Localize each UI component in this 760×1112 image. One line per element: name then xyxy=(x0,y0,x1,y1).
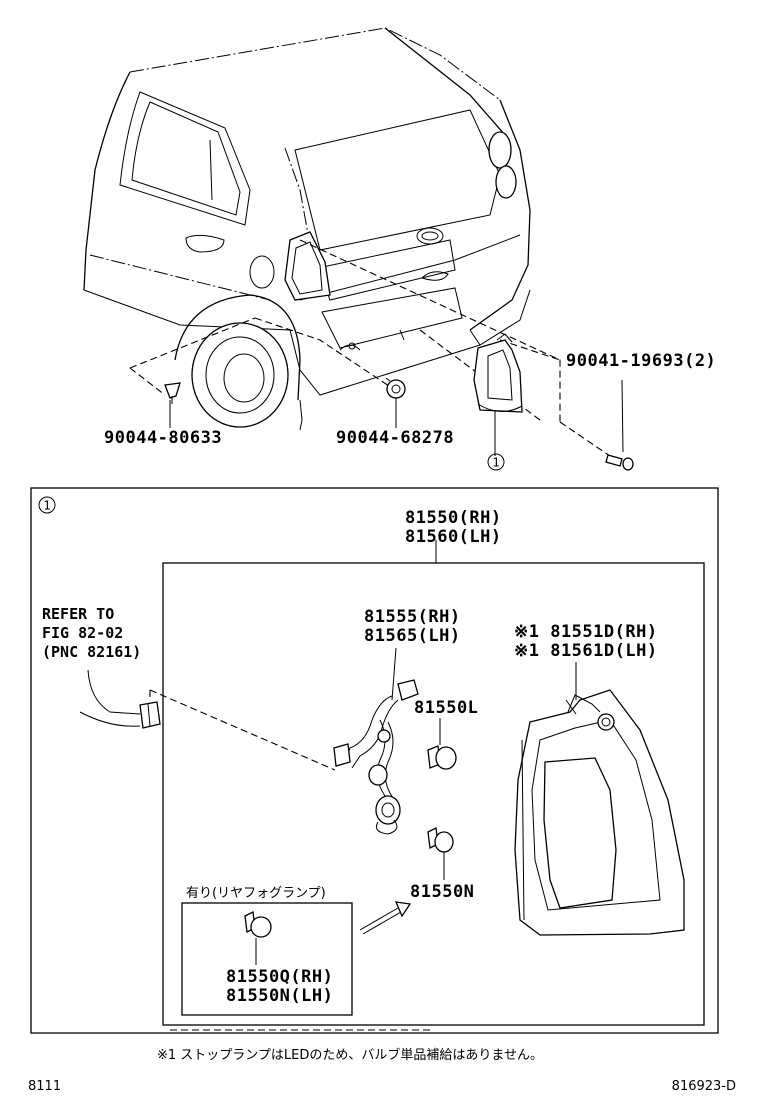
fog-option-box xyxy=(181,902,353,1016)
leader-wire xyxy=(391,647,397,701)
footnote-text: ※1 ストップランプはLEDのため、バルブ単品補給はありません。 xyxy=(157,1047,543,1063)
refer-line-2: FIG 82-02 xyxy=(42,624,123,642)
label-screw: 90041-19693(2) xyxy=(566,351,716,371)
label-bulb-l: 81550L xyxy=(414,698,478,718)
svg-text:1: 1 xyxy=(492,456,499,470)
tail-lamp-upper-part xyxy=(473,333,523,456)
footer-right-code: 816923-D xyxy=(672,1079,736,1094)
circled-ref-upper: 1 xyxy=(487,453,505,471)
refer-line-3: (PNC 82161) xyxy=(42,643,141,661)
leader-harness-connect xyxy=(149,689,336,771)
external-harness-part xyxy=(79,669,161,729)
lamp-wire-part xyxy=(333,679,419,835)
screw-part xyxy=(605,379,634,471)
label-lens-lh: ※1 81561D(LH) xyxy=(514,641,658,661)
label-wire-rh: 81555(RH) xyxy=(364,607,461,627)
car-body-illustration xyxy=(83,27,531,431)
label-fog-bulb-rh: 81550Q(RH) xyxy=(226,967,333,987)
label-wire-lh: 81565(LH) xyxy=(364,626,461,646)
svg-text:1: 1 xyxy=(43,499,50,513)
label-fog-bulb-lh: 81550N(LH) xyxy=(226,986,333,1006)
footer-left-code: 8111 xyxy=(28,1079,61,1094)
clip-90044-80633-part xyxy=(164,382,181,404)
fog-bulb-part xyxy=(244,911,272,965)
label-lamp-assy-lh: 81560(LH) xyxy=(405,527,502,547)
label-clip-a: 90044-80633 xyxy=(104,428,222,448)
label-bulb-n: 81550N xyxy=(410,882,474,902)
fog-option-title: 有り(リヤフォグランプ) xyxy=(186,886,326,901)
lamp-assy-frame xyxy=(162,562,705,1026)
bulb-n-part xyxy=(427,827,454,853)
bulb-l-part xyxy=(427,745,457,770)
label-lamp-assy-rh: 81550(RH) xyxy=(405,508,502,528)
refer-line-1: REFER TO xyxy=(42,605,114,623)
arrow-to-fog xyxy=(359,901,412,935)
detail-frame xyxy=(30,487,719,1034)
tail-lamp-lens-part xyxy=(514,689,685,936)
label-clip-b: 90044-68278 xyxy=(336,428,454,448)
label-lens-rh: ※1 81551D(RH) xyxy=(514,622,658,642)
clip-90044-68278-part xyxy=(385,377,406,399)
circled-ref-frame: 1 xyxy=(38,496,56,514)
